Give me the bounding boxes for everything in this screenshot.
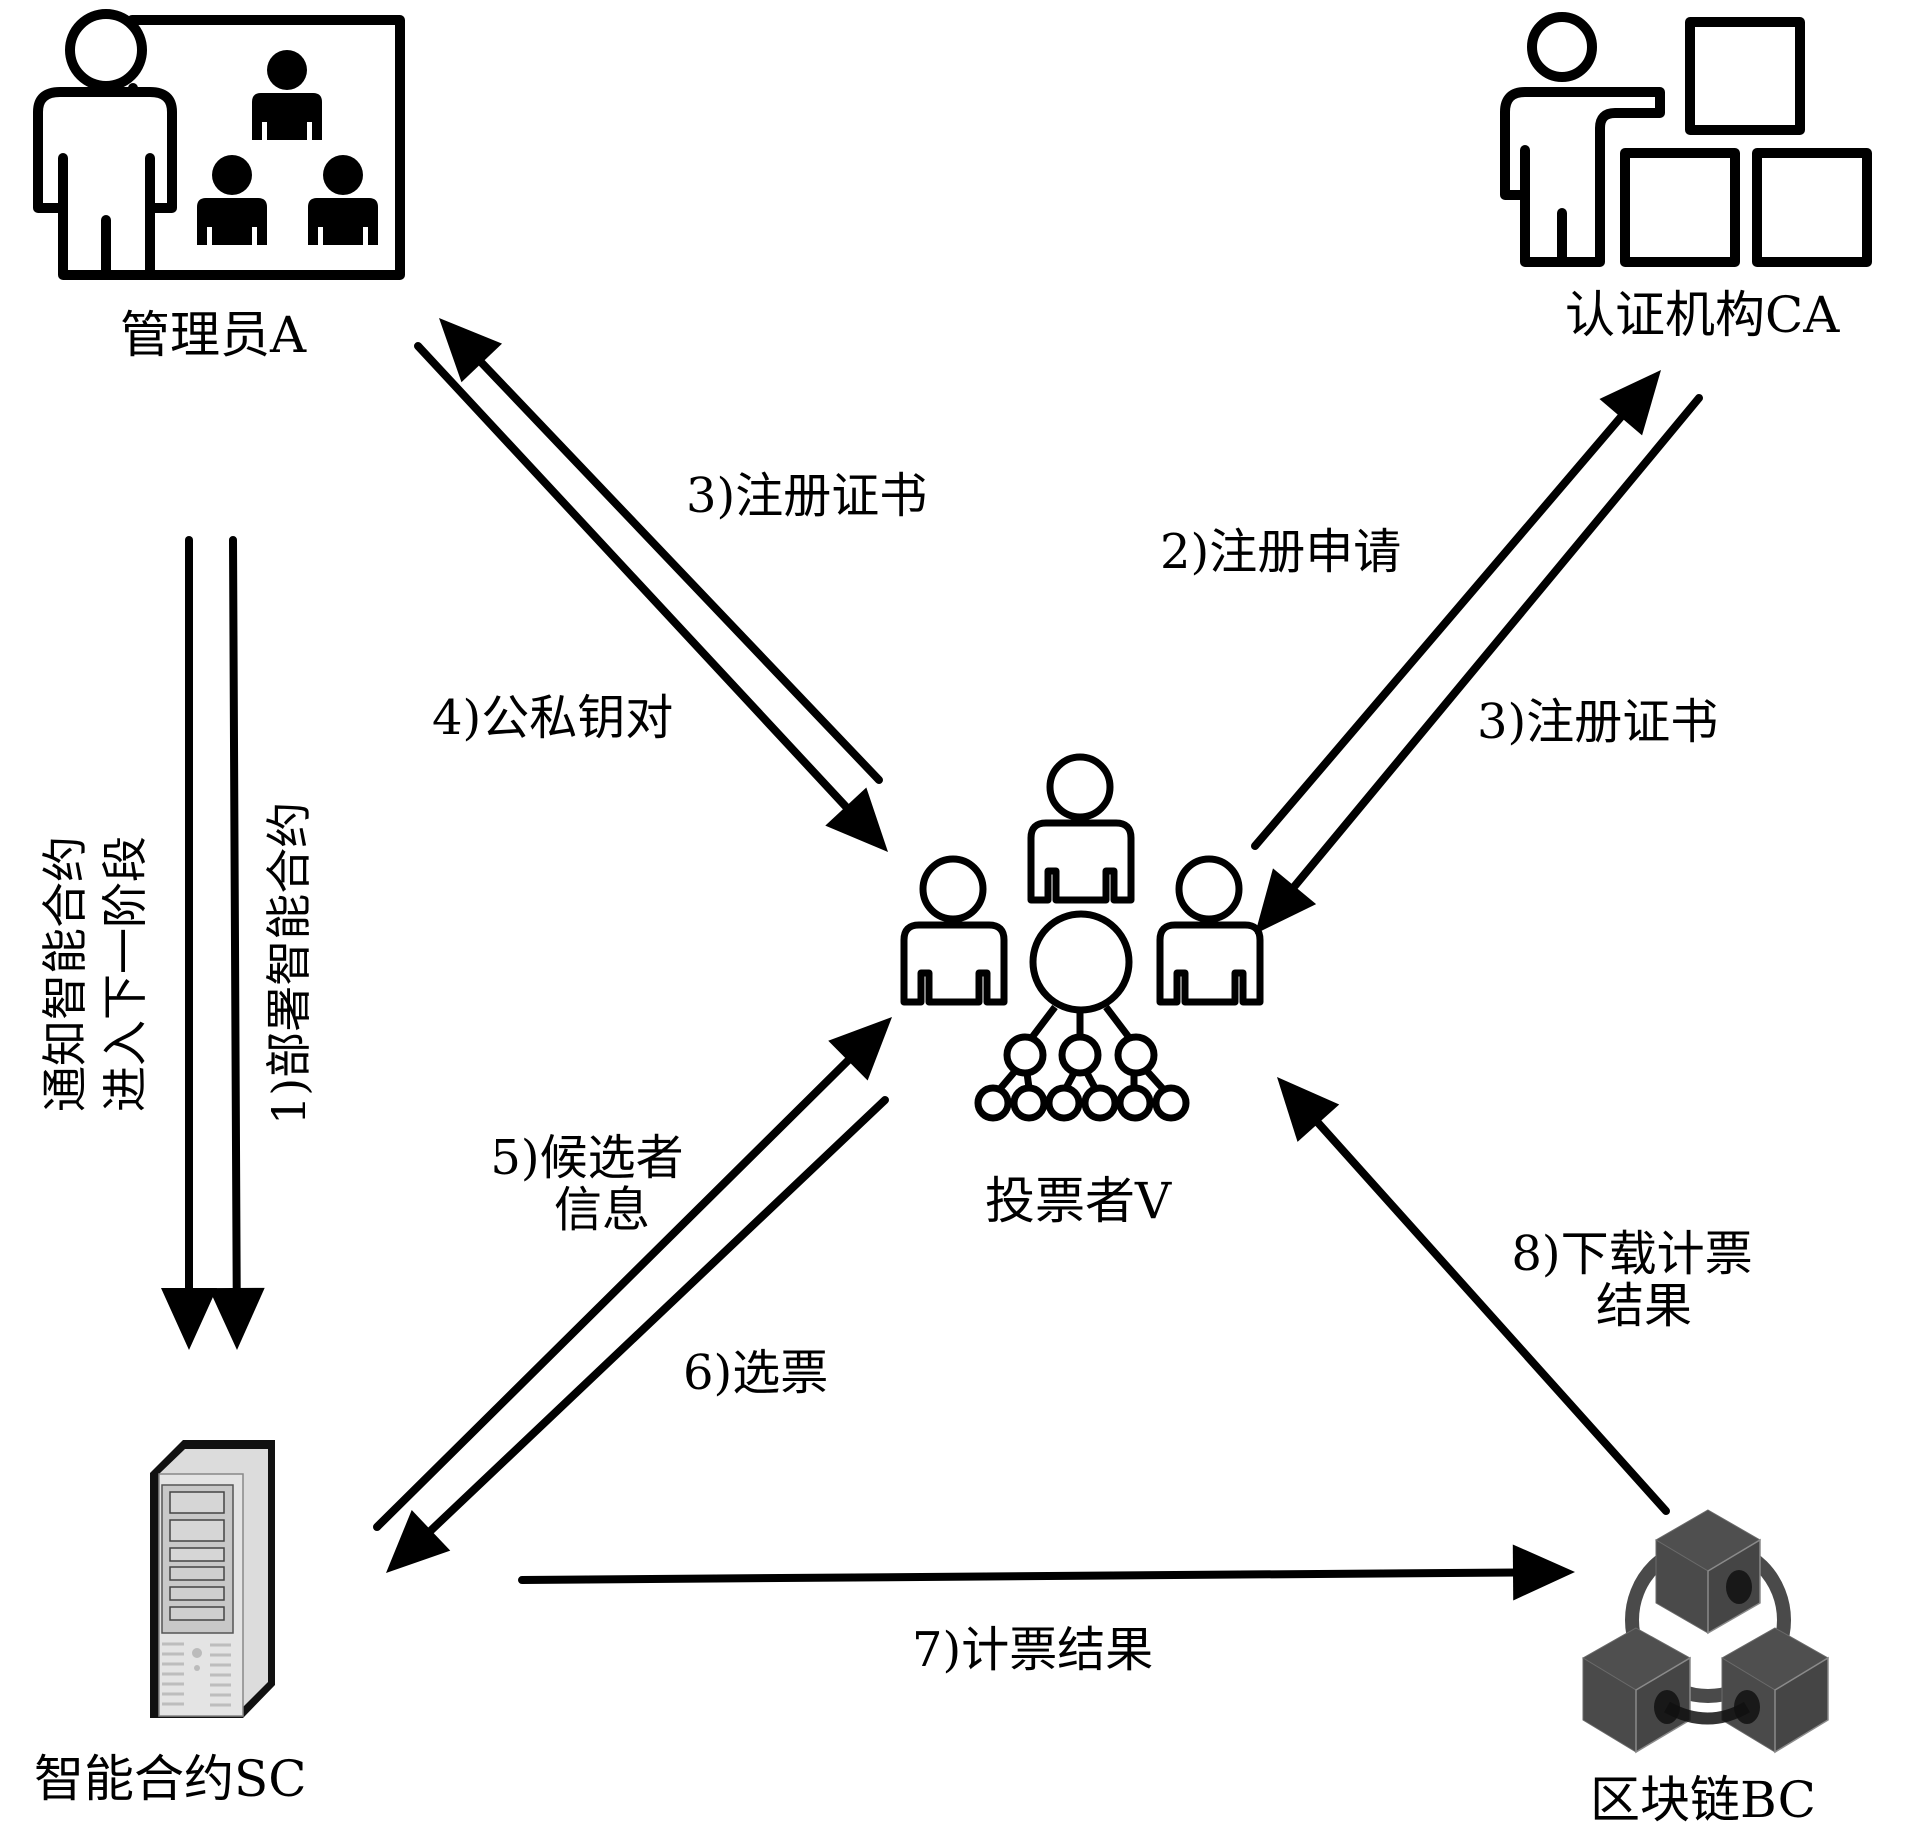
edge-label-download: 8)下载计票 结果 (1484, 1226, 1780, 1334)
ca-body (1500, 87, 1665, 267)
arrow-keypair-shaft (414, 342, 853, 814)
edge-label-candidates-line1: 5)候选者 (490, 1130, 684, 1186)
edge-label-candidates: 5)候选者 信息 (472, 1130, 702, 1238)
arrow-tally (518, 1544, 1575, 1601)
edge-label-keypair: 4)公私钥对 (432, 690, 674, 746)
arrow-reg-request-head (1599, 370, 1661, 436)
ca-head (1527, 12, 1597, 82)
network-tree (974, 910, 1190, 1122)
blockchain-cubes-icon (1582, 1509, 1829, 1754)
arrow-download-shaft (1311, 1116, 1670, 1515)
arrow-candidates-shaft (373, 1053, 855, 1531)
arrow-reg-request (1251, 370, 1661, 850)
arrow-ballot-head (386, 1510, 451, 1573)
arrow-download (1277, 1077, 1670, 1515)
arrow-tally-shaft (518, 1568, 1522, 1584)
cube-left (1582, 1627, 1692, 1754)
edge-label-notify-line2: 进入下一阶段 (98, 836, 152, 1112)
voters-network-icon (900, 753, 1264, 1122)
arrow-ballot-shaft (424, 1096, 889, 1538)
arrow-deploy-shaft (229, 536, 241, 1297)
arrow-ballot (386, 1096, 889, 1573)
server-tower-icon (150, 1440, 275, 1718)
box-bottom-right (1752, 148, 1872, 267)
arrow-cert-to-admin (439, 318, 883, 784)
arrow-candidates (373, 1017, 892, 1531)
audience-person-top (252, 50, 322, 140)
edge-label-ballot: 6)选票 (683, 1345, 829, 1401)
voter-label: 投票者V (985, 1172, 1172, 1230)
arrow-notify-head (161, 1288, 217, 1350)
arrow-cert-from-ca (1255, 394, 1703, 934)
edge-label-candidates-line2: 信息 (553, 1182, 650, 1238)
arrows-group (161, 318, 1703, 1601)
edge-label-tally: 7)计票结果 (912, 1622, 1154, 1678)
edge-label-cert-to-admin: 3)注册证书 (686, 468, 928, 524)
edge-label-reg-request: 2)注册申请 (1160, 524, 1402, 580)
ca-label: 认证机构CA (1565, 286, 1840, 344)
admin-head (65, 9, 147, 91)
voter-person-top (1027, 753, 1135, 904)
edge-label-cert-from-ca: 3)注册证书 (1477, 694, 1719, 750)
edge-label-download-line2: 结果 (1595, 1278, 1692, 1334)
arrow-cert-to-admin-shaft (475, 356, 883, 784)
arrow-keypair-head (825, 787, 888, 852)
audience-person-right (308, 155, 378, 245)
arrow-deploy-head (208, 1287, 265, 1350)
admin-body (33, 87, 177, 280)
edge-label-download-line1: 8)下载计票 (1511, 1226, 1753, 1282)
arrow-keypair (414, 342, 888, 852)
blockchain-label: 区块链BC (1590, 1771, 1816, 1829)
audience-person-left (197, 155, 267, 245)
edge-label-deploy: 1)部署智能合约 (262, 801, 316, 1125)
arrow-reg-request-shaft (1251, 410, 1628, 850)
contract-label: 智能合约SC (34, 1750, 307, 1808)
admin-label: 管理员A (120, 306, 307, 364)
person-presenting-boxes-icon (1500, 12, 1872, 267)
cube-top (1655, 1509, 1761, 1635)
box-bottom-left (1620, 148, 1740, 267)
arrow-cert-to-admin-head (439, 318, 503, 383)
arrow-candidates-head (828, 1017, 892, 1081)
arrow-download-head (1277, 1077, 1340, 1142)
voter-person-left (900, 855, 1008, 1006)
teacher-with-audience-icon (33, 9, 405, 280)
arrow-tally-head (1512, 1544, 1575, 1601)
arrow-cert-from-ca-head (1255, 868, 1317, 934)
board-frame (127, 15, 405, 280)
arrow-notify (161, 536, 217, 1350)
arrow-cert-from-ca-shaft (1287, 394, 1703, 894)
cube-right (1721, 1627, 1829, 1754)
box-top (1685, 17, 1805, 135)
arrow-deploy (208, 536, 265, 1350)
voter-person-right (1156, 855, 1264, 1006)
edge-label-notify-line1: 通知智能合约 (38, 836, 92, 1112)
